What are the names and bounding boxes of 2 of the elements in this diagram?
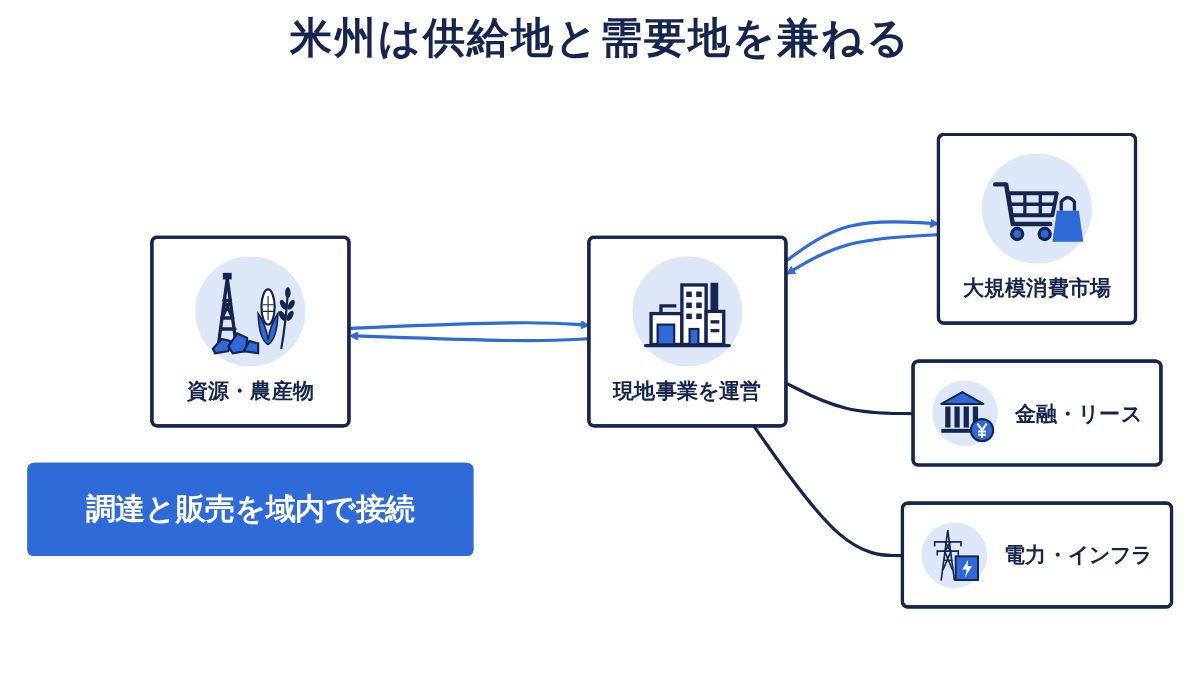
title: 米州は供給地と需要地を兼ねる	[289, 12, 911, 64]
arrow	[349, 331, 590, 342]
